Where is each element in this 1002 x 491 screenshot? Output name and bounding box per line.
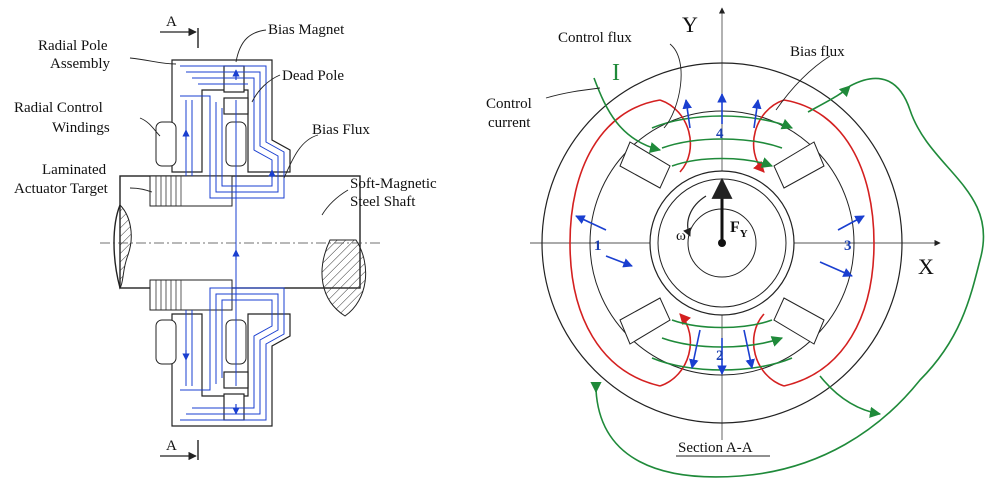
bias-flux-loops — [180, 65, 285, 421]
axis-label-y: Y — [682, 12, 698, 37]
label-soft-magnetic-1: Soft-Magnetic — [350, 176, 437, 192]
label-soft-magnetic-2: Steel Shaft — [350, 194, 416, 210]
flux-arrows-blue — [575, 93, 865, 375]
label-radial-control-2: Windings — [52, 120, 110, 136]
pole-number-1: 1 — [594, 238, 602, 254]
label-control-current-1: Control — [486, 96, 532, 112]
rotation-arrow — [683, 195, 707, 237]
section-letter-bottom: A — [166, 438, 177, 454]
label-laminated-2: Actuator Target — [14, 181, 109, 197]
label-radial-pole-1: Radial Pole — [38, 38, 108, 54]
section-title: Section A-A — [678, 440, 753, 456]
leader-lines-right — [545, 43, 831, 457]
label-bias-flux: Bias Flux — [312, 122, 370, 138]
section-a-a-view: Y X — [486, 7, 985, 478]
label-bias-flux-right: Bias flux — [790, 44, 845, 60]
pole-number-3: 3 — [844, 238, 852, 254]
bias-flux-loops-red — [569, 99, 875, 387]
flux-direction-arrows — [182, 69, 276, 415]
axis-label-x: X — [918, 254, 934, 279]
label-laminated-1: Laminated — [42, 162, 107, 178]
control-windings — [155, 121, 247, 365]
rotor-center — [718, 239, 726, 247]
label-control-flux: Control flux — [558, 30, 632, 46]
label-control-current-2: current — [488, 115, 531, 131]
section-letter-top: A — [166, 14, 177, 30]
side-section-view: A A Bias Magnet Radial Pole Assembly Dea… — [14, 14, 437, 461]
label-force: FY — [730, 219, 748, 240]
pole-slots — [619, 141, 825, 345]
label-radial-pole-2: Assembly — [50, 56, 111, 72]
label-bias-magnet: Bias Magnet — [268, 22, 345, 38]
stator-outer-ring — [541, 62, 903, 424]
label-current-symbol: I — [612, 60, 620, 86]
section-mark-top: A — [160, 14, 199, 48]
leader-lines-left — [129, 29, 349, 216]
pole-number-4: 4 — [716, 126, 724, 142]
section-mark-bottom: A — [160, 438, 199, 461]
pole-number-2: 2 — [716, 348, 724, 364]
label-radial-control-1: Radial Control — [14, 100, 103, 116]
label-dead-pole: Dead Pole — [282, 68, 344, 84]
label-omega: ω — [676, 228, 686, 244]
